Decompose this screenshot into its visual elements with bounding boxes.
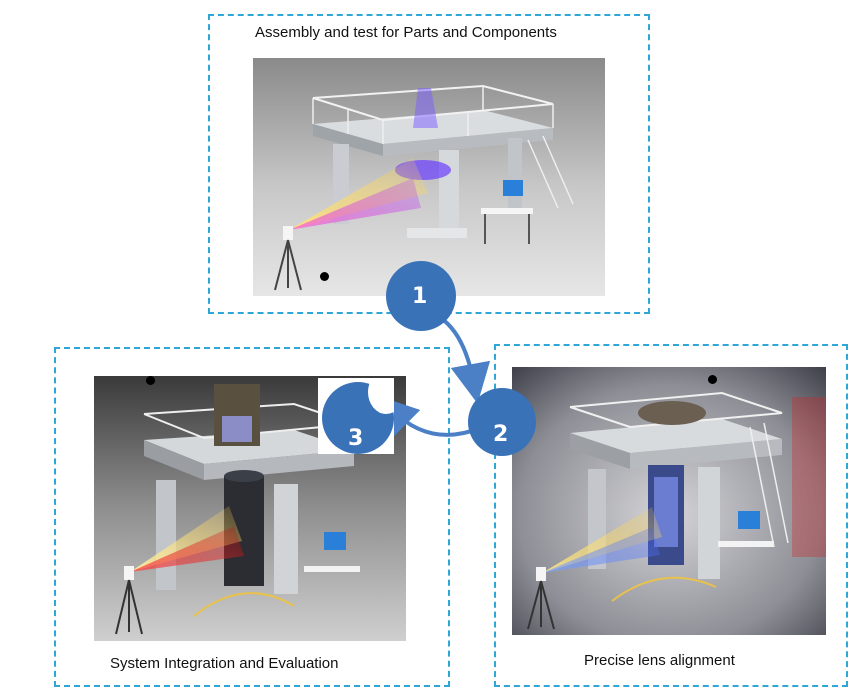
step-box-3 (318, 378, 394, 454)
caption-system-integration: System Integration and Evaluation (110, 655, 339, 672)
step-badge-1 (386, 261, 456, 331)
step-number-3: 3 (348, 426, 364, 451)
scene-image-assembly-test (253, 58, 605, 296)
panel-lens-alignment (494, 344, 848, 687)
marker-dot (320, 272, 329, 281)
step-badge-2 (468, 388, 536, 456)
caption-assembly-test: Assembly and test for Parts and Componen… (255, 24, 557, 41)
panel-system-integration (54, 347, 450, 687)
step-number-1: 1 (412, 284, 428, 309)
scene-image-lens-alignment (512, 367, 826, 635)
step-number-2: 2 (493, 422, 509, 447)
marker-dot (146, 376, 155, 385)
marker-dot (708, 375, 717, 384)
caption-lens-alignment: Precise lens alignment (584, 652, 735, 669)
